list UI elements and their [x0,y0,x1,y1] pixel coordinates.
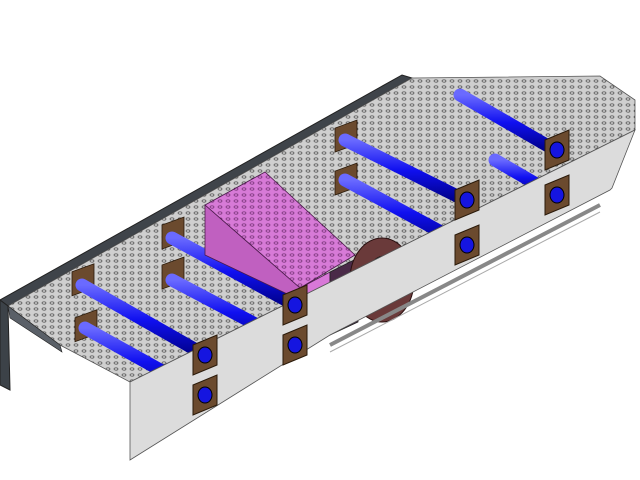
tube-1 [75,278,212,362]
front-flanges [192,129,570,416]
tube-3 [165,231,302,312]
tube-5 [338,133,472,207]
cross-tubes [75,88,562,402]
tube-7 [453,88,562,157]
left-lip [7,305,63,353]
side-rail [329,203,601,347]
front-side-wall [129,129,636,461]
left-end-plate [0,299,11,391]
